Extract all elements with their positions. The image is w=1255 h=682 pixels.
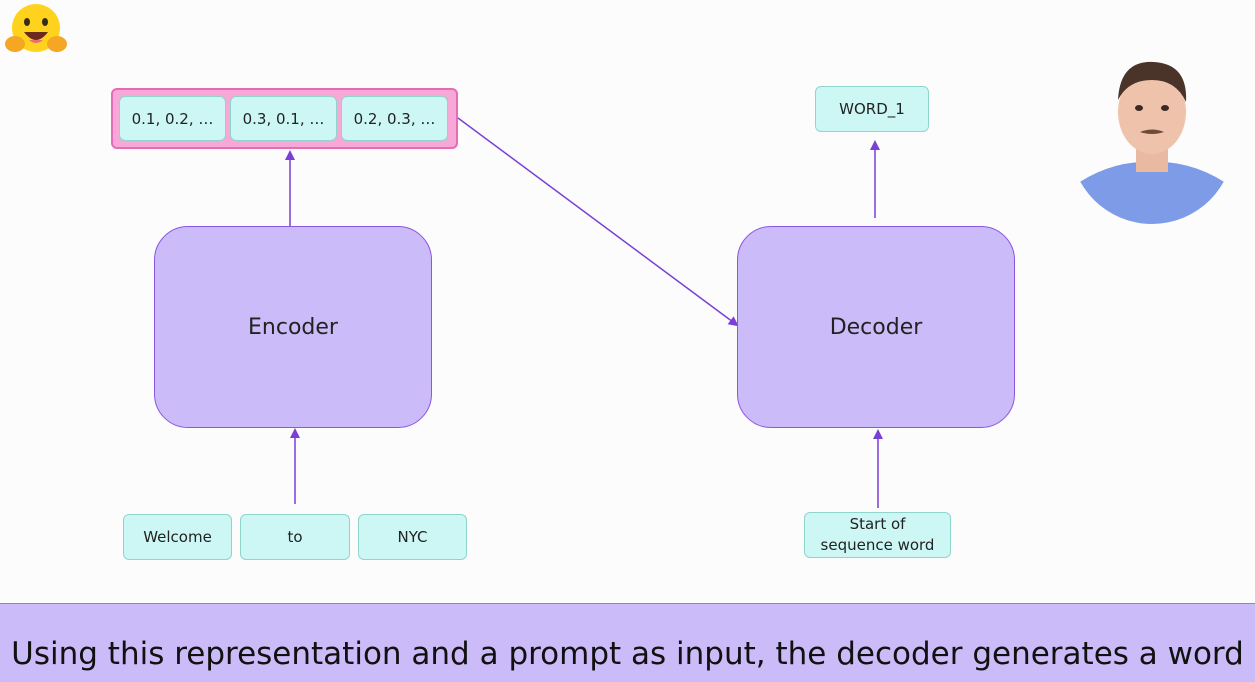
- embedding-box-2: 0.3, 0.1, …: [230, 96, 337, 141]
- hugging-face-logo-icon: [5, 4, 67, 52]
- caption-text: Using this representation and a prompt a…: [11, 636, 1244, 672]
- input-token-to: to: [240, 514, 350, 560]
- presenter-avatar: [1068, 50, 1236, 225]
- arrow-embeddings-to-decoder: [457, 117, 739, 327]
- decoder-block: Decoder: [737, 226, 1015, 428]
- caption-band: [0, 603, 1255, 682]
- output-word-token: WORD_1: [815, 86, 929, 132]
- start-of-sequence-token: Start of sequence word: [804, 512, 951, 558]
- input-token-nyc: NYC: [358, 514, 467, 560]
- embedding-box-1: 0.1, 0.2, …: [119, 96, 226, 141]
- encoder-block: Encoder: [154, 226, 432, 428]
- embedding-box-3: 0.2, 0.3, …: [341, 96, 448, 141]
- input-token-welcome: Welcome: [123, 514, 232, 560]
